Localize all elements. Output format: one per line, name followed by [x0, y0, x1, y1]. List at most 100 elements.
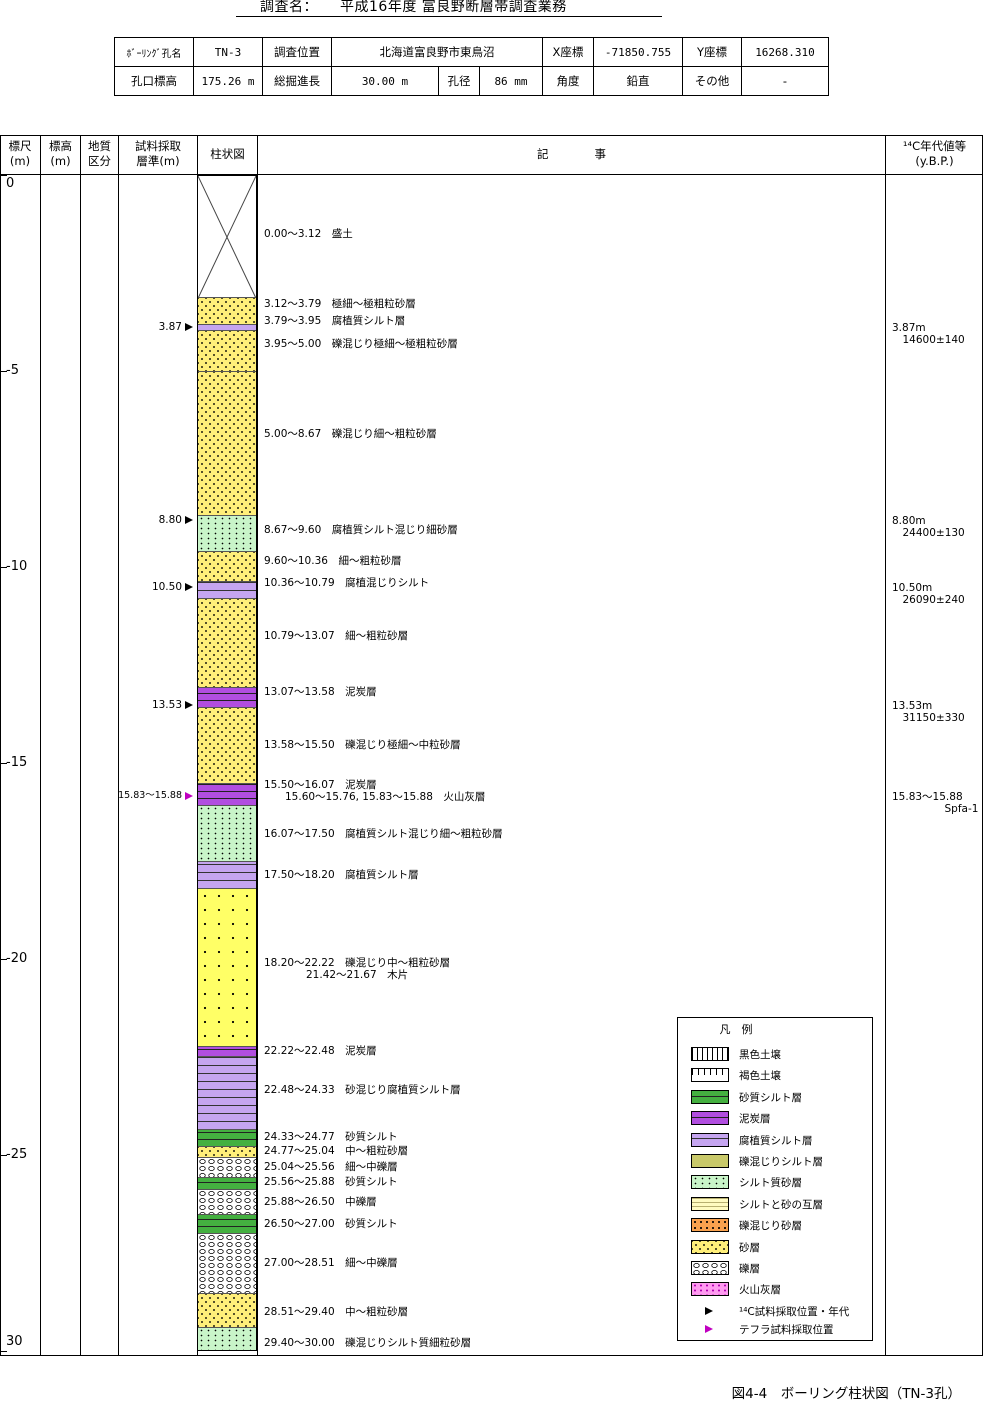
legend-swatch: [691, 1089, 729, 1104]
borehole-info-table: ﾎﾞｰﾘﾝｸﾞ孔名 TN-3 調査位置 北海道富良野市東鳥沼 X座標 -7185…: [114, 37, 829, 96]
legend-swatch: [691, 1154, 729, 1168]
other-value: -: [741, 66, 829, 96]
header-sample: 試料採取 層準(m): [135, 139, 181, 168]
legend-label: 黒色土壌: [739, 1049, 781, 1061]
log-frame: [0, 135, 983, 1356]
layer-description: 15.50～16.07 泥炭層 15.60～15.76, 15.83～15.88…: [264, 778, 486, 803]
sample-depth-label: 15.83～15.88: [118, 789, 182, 801]
col-divider: [80, 135, 81, 1356]
legend-label: 砂層: [739, 1241, 760, 1254]
other-label: その他: [682, 66, 742, 96]
layer-csand: [198, 888, 256, 1047]
layer-description: 18.20～22.22 礫混じり中～粗粒砂層 21.42～21.67 木片: [264, 956, 451, 981]
header-age: ¹⁴C年代値等 (y.B.P.): [902, 139, 967, 168]
layer-purple: [198, 323, 256, 330]
layer-description: 8.67～9.60 腐植質シルト混じり細砂層: [264, 523, 458, 536]
radiocarbon-age: 10.50m 26090±240: [892, 581, 965, 606]
radiocarbon-age: 3.87m 14600±140: [892, 321, 965, 346]
length-label: 総掘進長: [262, 66, 332, 96]
legend-label: 砂質シルト層: [739, 1091, 802, 1104]
layer-description: 13.58～15.50 礫混じり極細～中粒砂層: [264, 739, 461, 752]
legend-label: 泥炭層: [739, 1113, 771, 1126]
legend-label: 腐植質シルト層: [739, 1134, 813, 1147]
layer-description: 17.50～18.20 腐植質シルト層: [264, 868, 419, 881]
depth-tick: [0, 371, 7, 372]
legend-swatch: [691, 1196, 729, 1211]
depth-tick: [0, 763, 7, 764]
radiocarbon-age: 13.53m 31150±330: [892, 700, 965, 725]
layer-sand: [198, 1145, 256, 1157]
legend-label: 火山灰層: [739, 1284, 781, 1297]
legend-swatch: [691, 1111, 729, 1126]
col-divider: [118, 135, 119, 1356]
layer-description: 5.00～8.67 礫混じり細～粗粒砂層: [264, 427, 437, 440]
tephra-marker-icon: [705, 1325, 713, 1333]
sample-depth-label: 8.80: [158, 513, 182, 526]
layer-description: 22.48～24.33 砂混じり腐植質シルト層: [264, 1084, 461, 1097]
angle-label: 角度: [542, 66, 594, 96]
elev-label: 孔口標高: [114, 66, 194, 96]
c14-sample-marker: [185, 515, 193, 524]
depth-tick: [0, 1155, 7, 1156]
col-divider: [257, 135, 258, 1356]
legend-swatch: [691, 1047, 729, 1061]
layer-description: 3.12～3.79 極細～極粗粒砂層: [264, 298, 416, 311]
layer-description: 0.00～3.12 盛土: [264, 227, 353, 240]
layer-description: 28.51～29.40 中～粗粒砂層: [264, 1305, 409, 1318]
c14-marker-icon: [705, 1307, 713, 1315]
legend-title: 凡 例: [719, 1023, 753, 1036]
layer-sand: [198, 551, 256, 582]
diameter-label: 孔径: [438, 66, 480, 96]
elev-value: 175.26 m: [193, 66, 263, 96]
layer-description: 16.07～17.50 腐植質シルト混じり細～粗粒砂層: [264, 827, 503, 840]
layer-description: 10.79～13.07 細～粗粒砂層: [264, 629, 409, 642]
depth-tick: [0, 175, 7, 176]
layer-description: 25.04～25.56 細～中礫層: [264, 1160, 398, 1173]
layer-slsand: [198, 1327, 256, 1351]
layer-purple: [198, 1056, 256, 1129]
layer-grav: [198, 1189, 256, 1214]
depth-tick: [0, 567, 7, 568]
layer-ssilt: [198, 1213, 256, 1234]
legend-label: 褐色土壌: [739, 1070, 781, 1083]
layer-ssilt: [198, 1128, 256, 1146]
layer-description: 25.56～25.88 砂質シルト: [264, 1176, 398, 1189]
layer-sand: [198, 1292, 256, 1328]
legend-swatch: [691, 1239, 729, 1254]
legend-swatch: [691, 1068, 729, 1083]
layer-grav: [198, 1156, 256, 1177]
borehole-label: ﾎﾞｰﾘﾝｸﾞ孔名: [114, 37, 194, 67]
title-underline: [236, 16, 662, 17]
header-divider: [0, 174, 983, 175]
layer-peat: [198, 687, 256, 708]
legend-swatch: [691, 1282, 729, 1297]
layer-slsand: [198, 804, 256, 861]
layer-description: 25.88～26.50 中礫層: [264, 1196, 377, 1209]
survey-title: 調査名： 平成16年度 富良野断層帯調査業務: [260, 0, 567, 15]
header-geology: 地質 区分: [88, 139, 111, 168]
layer-sand: [198, 329, 256, 371]
layer-description: 29.40～30.00 礫混じりシルト質細粒砂層: [264, 1337, 472, 1350]
legend-swatch: [691, 1218, 729, 1233]
legend-swatch: [691, 1175, 729, 1190]
header-elevation: 標高 (m): [49, 139, 72, 168]
legend-label: シルト質砂層: [739, 1177, 802, 1190]
depth-label: -25: [6, 1147, 28, 1162]
depth-label: -5: [6, 363, 19, 378]
layer-description: 3.95～5.00 礫混じり極細～極粗粒砂層: [264, 337, 458, 350]
legend-label: 礫混じりシルト層: [739, 1156, 823, 1168]
legend-tephra-label: テフラ試料採取位置: [739, 1324, 834, 1336]
radiocarbon-age: 8.80m 24400±130: [892, 514, 965, 539]
layer-slsand: [198, 514, 256, 552]
layer-description: 13.07～13.58 泥炭層: [264, 686, 377, 699]
sample-depth-label: 13.53: [151, 699, 182, 712]
legend-swatch: [691, 1261, 729, 1275]
location-value: 北海道富良野市東鳥沼: [331, 37, 543, 67]
col-divider: [885, 135, 886, 1356]
y-value: 16268.310: [741, 37, 829, 67]
legend-label: シルトと砂の互層: [739, 1198, 823, 1211]
fill-cross: [198, 176, 256, 299]
legend-swatch: [691, 1132, 729, 1147]
sample-depth-label: 3.87: [158, 320, 182, 333]
column-outline: [197, 175, 257, 1351]
